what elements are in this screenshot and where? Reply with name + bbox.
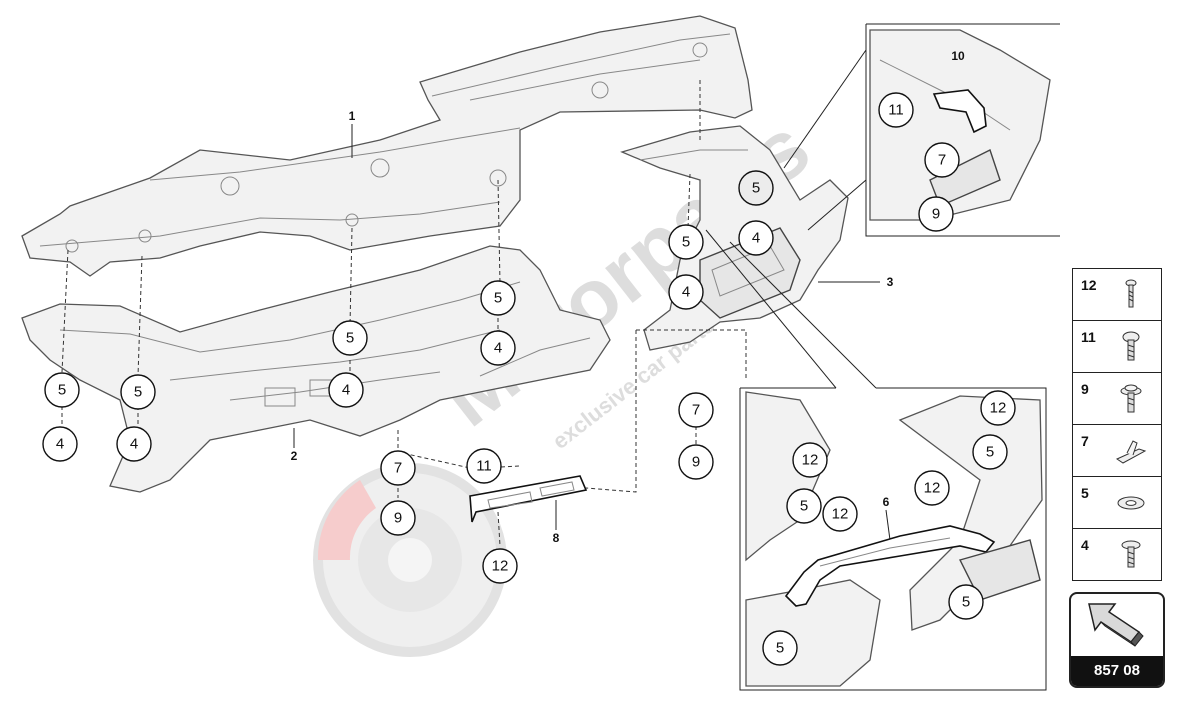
- callout-12: 12: [482, 548, 518, 584]
- part-label-8: 8: [553, 531, 560, 545]
- detail-view-top: [783, 23, 1060, 237]
- svg-text:5: 5: [962, 594, 970, 611]
- callout-4: 4: [116, 426, 152, 462]
- callout-9: 9: [918, 196, 954, 232]
- callouts-detail-bottom: 12 5 12 5 12 12 5 5: [762, 390, 1016, 666]
- svg-text:4: 4: [752, 230, 760, 247]
- callout-5: 5: [120, 374, 156, 410]
- callout-4: 4: [668, 274, 704, 310]
- callout-11: 11: [878, 92, 914, 128]
- callout-5: 5: [332, 320, 368, 356]
- svg-text:12: 12: [990, 400, 1007, 417]
- callout-5: 5: [480, 280, 516, 316]
- svg-text:12: 12: [802, 452, 819, 469]
- callout-5: 5: [972, 434, 1008, 470]
- callout-9: 9: [678, 444, 714, 480]
- legend-number: 12: [1081, 277, 1097, 293]
- callout-5: 5: [786, 488, 822, 524]
- part-label-6: 6: [883, 495, 890, 509]
- part-label-2: 2: [291, 449, 298, 463]
- legend-row: 11: [1073, 321, 1161, 373]
- callout-12: 12: [914, 470, 950, 506]
- legend-number: 7: [1081, 433, 1089, 449]
- svg-text:5: 5: [682, 234, 690, 251]
- svg-text:7: 7: [938, 152, 946, 169]
- direction-arrow-icon: [1088, 603, 1144, 647]
- legend-number: 4: [1081, 537, 1089, 553]
- svg-text:4: 4: [682, 284, 690, 301]
- callout-9: 9: [380, 500, 416, 536]
- svg-text:12: 12: [924, 480, 941, 497]
- svg-text:5: 5: [58, 382, 66, 399]
- part-labels: 1 2 3 6 8 10: [291, 49, 965, 545]
- callout-7: 7: [924, 142, 960, 178]
- callout-4: 4: [328, 372, 364, 408]
- legend-row: 7: [1073, 425, 1161, 477]
- callout-5: 5: [762, 630, 798, 666]
- legend-number: 5: [1081, 485, 1089, 501]
- part-2-lower-carrier: [21, 245, 611, 493]
- callout-12: 12: [980, 390, 1016, 426]
- svg-text:9: 9: [394, 510, 402, 527]
- svg-text:7: 7: [394, 460, 402, 477]
- svg-text:12: 12: [832, 506, 849, 523]
- svg-text:5: 5: [346, 330, 354, 347]
- washer-icon: [1117, 496, 1145, 510]
- legend-number: 11: [1081, 329, 1096, 345]
- callout-5: 5: [738, 170, 774, 206]
- part-1-upper-panel: [21, 15, 753, 277]
- bolt-small-icon: [1125, 279, 1137, 308]
- svg-text:9: 9: [692, 454, 700, 471]
- callout-5: 5: [948, 584, 984, 620]
- svg-text:9: 9: [932, 206, 940, 223]
- fastener-legend: 12 11 9 7 5: [1072, 268, 1162, 581]
- svg-text:7: 7: [692, 402, 700, 419]
- part-label-10: 10: [951, 49, 965, 63]
- legend-row: 9: [1073, 373, 1161, 425]
- svg-text:5: 5: [752, 180, 760, 197]
- bolt-flange-icon: [1120, 384, 1142, 413]
- svg-text:5: 5: [986, 444, 994, 461]
- callouts-main: 5 4 5 4 5 4 5 4 5 5 4 4 7 9 7 9 11 12: [42, 170, 774, 584]
- callout-12: 12: [822, 496, 858, 532]
- svg-text:11: 11: [476, 458, 492, 475]
- svg-text:4: 4: [342, 382, 350, 399]
- legend-number: 9: [1081, 381, 1089, 397]
- legend-row: 5: [1073, 477, 1161, 529]
- svg-text:5: 5: [494, 290, 502, 307]
- part-label-3: 3: [887, 275, 894, 289]
- svg-text:12: 12: [492, 558, 509, 575]
- part-label-1: 1: [349, 109, 356, 123]
- callout-4: 4: [42, 426, 78, 462]
- legend-row: 4: [1073, 529, 1161, 580]
- svg-text:11: 11: [888, 102, 904, 119]
- detail-view-bottom: [705, 229, 1047, 691]
- bolt-round-head-icon: [1122, 331, 1140, 361]
- legend-row: 12: [1073, 269, 1161, 321]
- svg-text:4: 4: [494, 340, 502, 357]
- svg-text:5: 5: [776, 640, 784, 657]
- spring-clip-icon: [1115, 440, 1147, 464]
- reference-code-box: 857 08: [1069, 592, 1165, 688]
- callout-12: 12: [792, 442, 828, 478]
- callout-4: 4: [480, 330, 516, 366]
- callout-11: 11: [466, 448, 502, 484]
- svg-text:4: 4: [130, 436, 138, 453]
- svg-text:4: 4: [56, 436, 64, 453]
- callout-5: 5: [668, 224, 704, 260]
- callout-5: 5: [44, 372, 80, 408]
- callout-4: 4: [738, 220, 774, 256]
- svg-text:5: 5: [134, 384, 142, 401]
- callouts-detail-top: 11 7 9: [878, 92, 960, 232]
- callout-7: 7: [380, 450, 416, 486]
- bolt-flat-head-icon: [1121, 540, 1141, 568]
- callout-7: 7: [678, 392, 714, 428]
- reference-code: 857 08: [1071, 656, 1163, 686]
- svg-text:5: 5: [800, 498, 808, 515]
- part-8-bracket: [469, 475, 588, 523]
